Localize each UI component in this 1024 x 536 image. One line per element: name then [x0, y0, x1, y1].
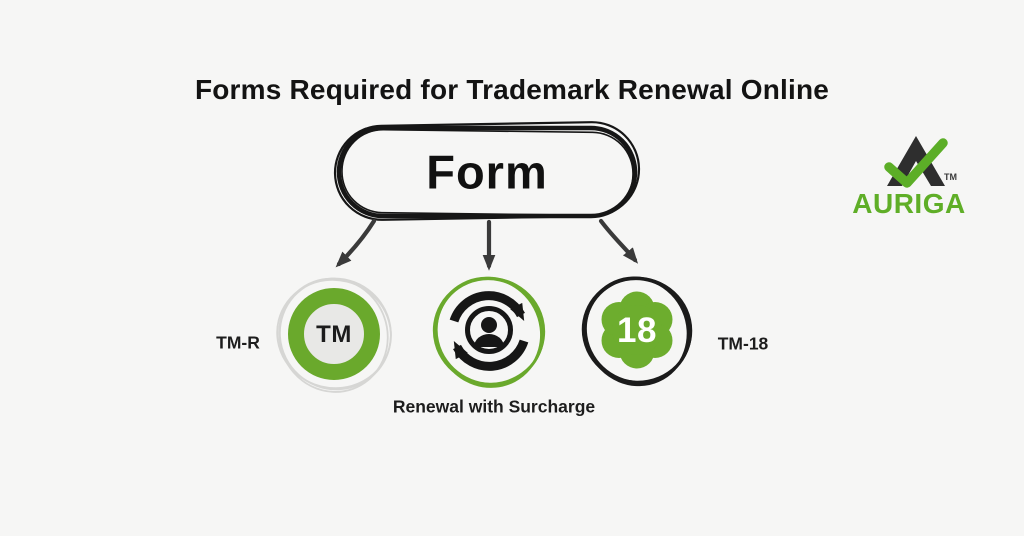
auriga-logo-text: AURIGA	[852, 188, 966, 219]
page-title: Forms Required for Trademark Renewal Onl…	[194, 73, 830, 105]
tm18-icon-text: 18	[617, 311, 657, 350]
arrow-to-tm-r	[335, 218, 377, 268]
person-head-icon	[481, 317, 497, 333]
flower-18-icon	[581, 276, 693, 387]
auriga-mark-icon	[884, 136, 948, 188]
logo-trademark-mark: TM	[944, 172, 957, 182]
root-node-label: Form	[426, 145, 548, 199]
renewal-cycle-icon	[432, 276, 546, 388]
checkmark-icon	[884, 138, 948, 188]
label-tm-r: TM-R	[216, 332, 260, 353]
label-tm-18: TM-18	[717, 333, 769, 354]
arrow-to-tm-18	[598, 218, 639, 264]
form-pill-shape	[333, 121, 641, 221]
flower-badge	[601, 291, 673, 369]
tm-ring-icon	[276, 277, 392, 393]
person-body-icon	[474, 334, 504, 347]
tm-icon-text: TM	[316, 321, 352, 348]
label-renewal-with-surcharge: Renewal with Surcharge	[392, 396, 596, 417]
